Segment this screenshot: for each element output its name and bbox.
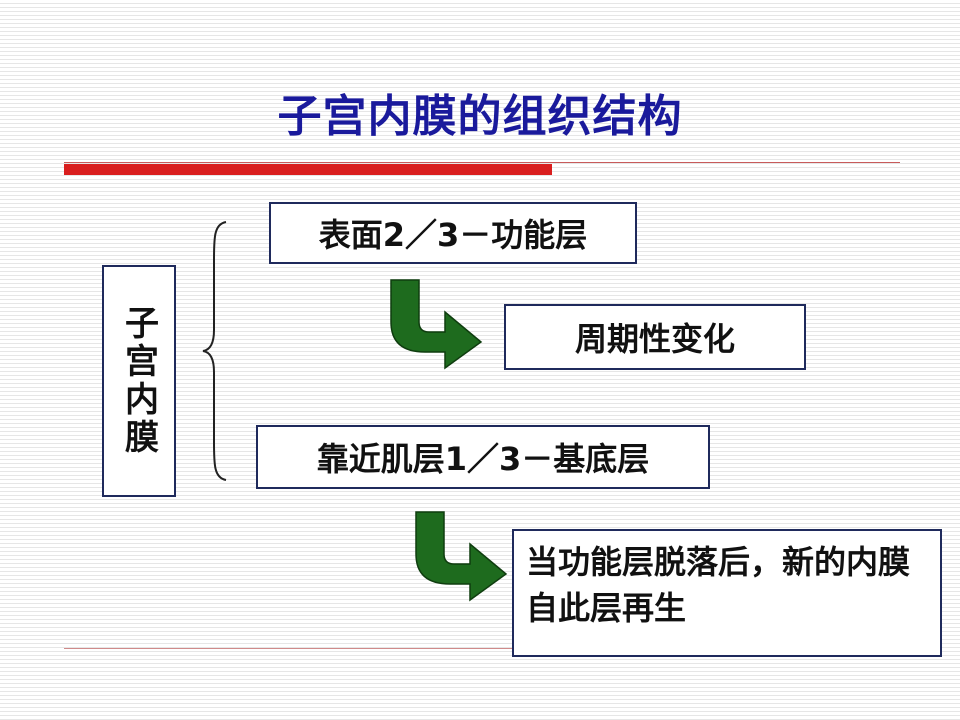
side-label: 子宫内膜 xyxy=(118,305,159,457)
accent-bar xyxy=(64,164,552,175)
slide-title: 子宫内膜的组织结构 xyxy=(277,91,683,142)
basal-layer-text: 靠近肌层1／3－基底层 xyxy=(316,440,650,478)
uterine-endometrium-label-box: 子宫内膜 xyxy=(102,265,176,497)
regeneration-note-box: 当功能层脱落后，新的内膜自此层再生 xyxy=(512,529,942,657)
green-arrow-icon xyxy=(415,511,508,602)
cyclic-change-box: 周期性变化 xyxy=(504,304,806,370)
green-arrow-icon xyxy=(390,279,483,370)
functional-layer-box: 表面2／3－功能层 xyxy=(269,202,637,264)
functional-layer-text: 表面2／3－功能层 xyxy=(318,216,588,254)
title-underline xyxy=(64,162,900,163)
regeneration-note-text: 当功能层脱落后，新的内膜自此层再生 xyxy=(526,543,911,627)
bottom-rule xyxy=(64,648,900,649)
cyclic-change-text: 周期性变化 xyxy=(574,320,735,358)
curly-brace xyxy=(202,221,227,481)
basal-layer-box: 靠近肌层1／3－基底层 xyxy=(256,425,710,489)
